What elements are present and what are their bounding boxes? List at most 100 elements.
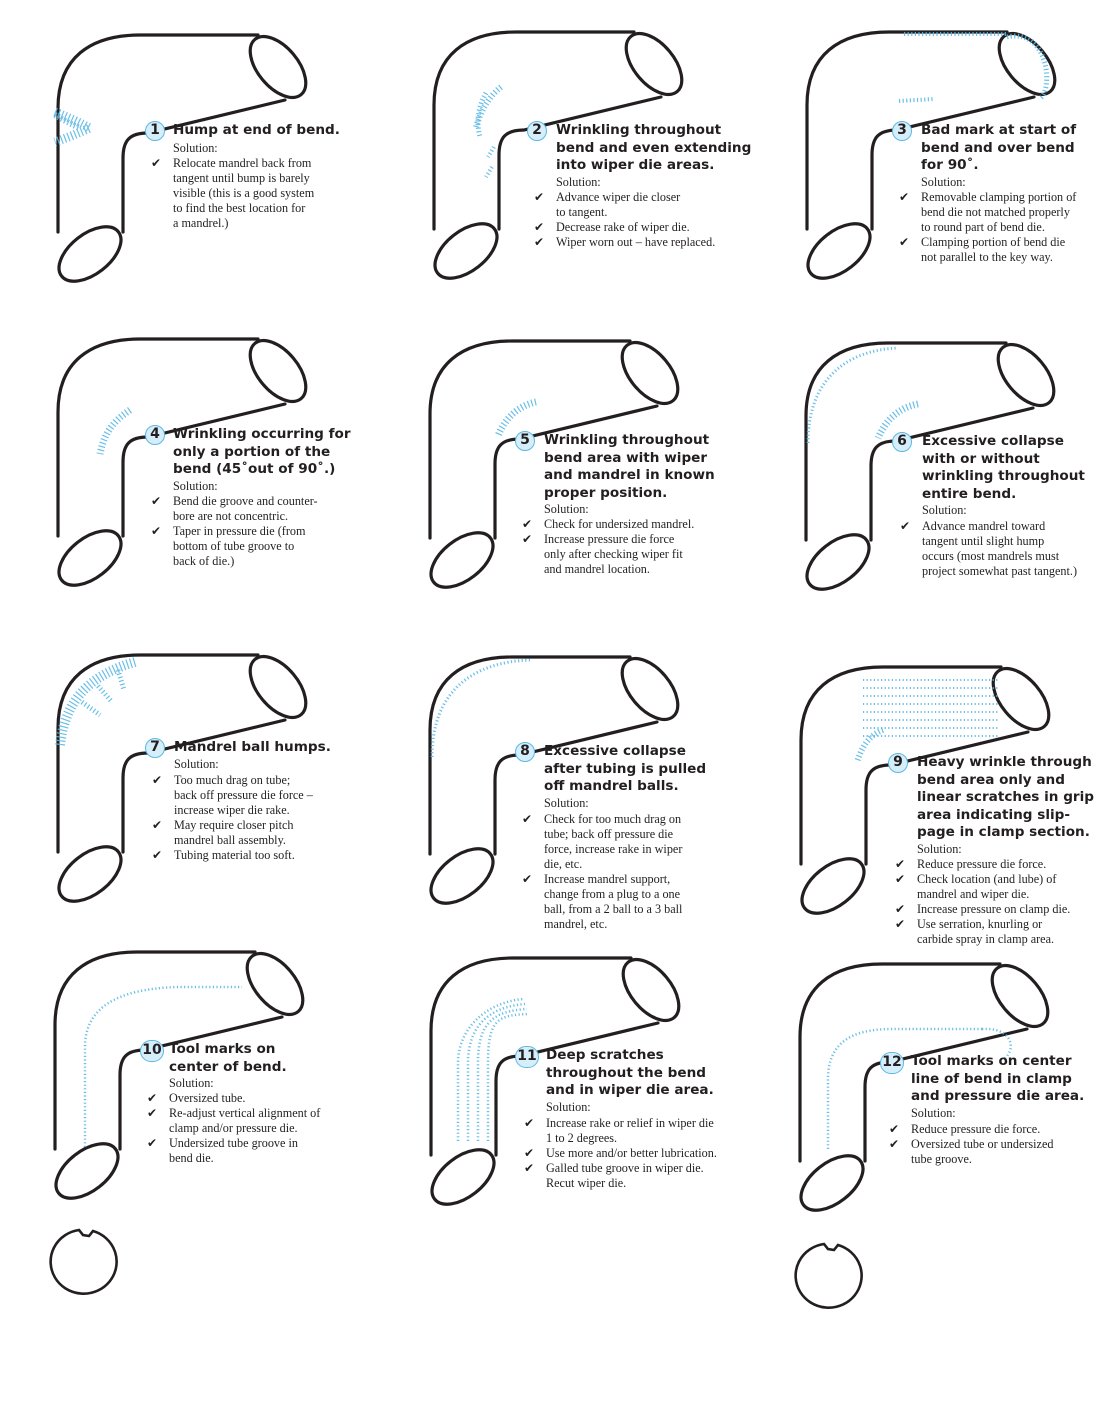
solution-list: ✔Bend die groove and counter-bore are no… (151, 494, 318, 569)
solution-item-line: Oversized tube or undersized (911, 1137, 1054, 1151)
solution-item: ✔Use more and/or better lubrication. (524, 1146, 717, 1161)
solution-item-line: 1 to 2 degrees. (546, 1131, 618, 1145)
defect-title-line: Deep scratches (546, 1047, 664, 1063)
solution-item-line: Use serration, knurling or (917, 917, 1043, 931)
solution-item-line: Check location (and lube) of (917, 872, 1057, 886)
solution-item-line: visible (this is a good system (173, 186, 315, 200)
defect-title-line: and in wiper die area. (546, 1082, 714, 1098)
step-number-badge: 8 (515, 742, 535, 762)
tube-end-top (620, 340, 680, 406)
step-number-badge: 12 (880, 1052, 904, 1074)
defect-title-line: page in clamp section. (917, 824, 1090, 840)
solution-list: ✔Too much drag on tube;back off pressure… (152, 773, 313, 863)
solution-item: ✔Galled tube groove in wiper die.Recut w… (524, 1161, 717, 1191)
solution-item-line: Taper in pressure die (from (173, 524, 306, 538)
solution-item-line: Relocate mandrel back from (173, 156, 312, 170)
solution-item-line: carbide spray in clamp area. (917, 932, 1055, 946)
solution-item-line: tube groove. (911, 1152, 972, 1166)
defect-title-line: Wrinkling throughout (556, 122, 722, 138)
tube-end-bottom (57, 529, 123, 587)
solution-item-line: occurs (most mandrels must (922, 549, 1060, 563)
tube-end-bottom (429, 847, 495, 905)
solution-item-line: Undersized tube groove in (169, 1136, 298, 1150)
checkmark-icon: ✔ (895, 872, 906, 886)
tube-outer-wall (429, 956, 633, 1157)
tube-end-top (996, 342, 1056, 408)
tube-end-bottom (54, 1142, 120, 1200)
checkmark-icon: ✔ (152, 818, 163, 832)
solution-item-line: mandrel, etc. (544, 917, 608, 931)
defect-title-line: with or without (922, 450, 1040, 467)
checkmark-icon: ✔ (534, 220, 545, 234)
defect-title-line: center of bend. (169, 1058, 287, 1075)
tube-illustration-10 (53, 950, 305, 1200)
defect-title: Hump at end of bend. (173, 122, 340, 140)
solution-item: ✔Increase mandrel support,change from a … (522, 872, 682, 932)
tube-end-bottom (57, 225, 123, 283)
solution-item-line: tube; back off pressure die (544, 827, 674, 841)
tube-illustration-1 (53, 33, 308, 283)
checkmark-icon: ✔ (900, 519, 911, 533)
step-number-badge: 7 (145, 738, 165, 758)
tube-end-bottom (800, 857, 866, 915)
solution-label: Solution: (173, 141, 218, 155)
checkmark-icon: ✔ (152, 848, 163, 862)
solution-item-line: Re-adjust vertical alignment of (169, 1106, 321, 1120)
solution-item-line: clamp and/or pressure die. (169, 1121, 298, 1135)
checkmark-icon: ✔ (522, 872, 533, 886)
defect-title-line: area indicating slip- (917, 806, 1071, 823)
solution-item-line: Use more and/or better lubrication. (546, 1146, 717, 1160)
solution-item-line: Increase mandrel support, (544, 872, 671, 886)
tube-end-top (621, 957, 681, 1023)
tube-outer-wall (799, 665, 1003, 866)
checkmark-icon: ✔ (889, 1137, 900, 1151)
checkmark-icon: ✔ (895, 857, 906, 871)
solution-label: Solution: (917, 842, 962, 856)
solution-item-line: a mandrel.) (173, 216, 229, 230)
defect-title-line: bend area with wiper (544, 449, 708, 466)
solution-list: ✔Reduce pressure die force.✔ Oversized tu… (889, 1122, 1054, 1167)
tube-illustration-3 (805, 30, 1057, 280)
tube-outer-wall (56, 337, 260, 538)
solution-item-line: Advance mandrel toward (922, 519, 1046, 533)
checkmark-icon: ✔ (522, 517, 533, 531)
solution-item-line: back off pressure die force – (174, 788, 313, 802)
tube-illustration-6 (804, 341, 1056, 591)
step-number-badge: 3 (892, 121, 912, 141)
solution-item-line: Check for too much drag on (544, 812, 682, 826)
defect-title-line: and pressure die area. (911, 1088, 1085, 1104)
solution-item-line: to tangent. (556, 205, 608, 219)
checkmark-icon: ✔ (147, 1091, 158, 1105)
solution-item-line: May require closer pitch (174, 818, 294, 832)
tube-end-bottom (805, 533, 871, 591)
solution-item: ✔Reduce pressure die force. (889, 1122, 1053, 1137)
defect-title-line: Excessive collapse (922, 433, 1064, 449)
solution-item-line: to round part of bend die. (921, 220, 1045, 234)
tube-end-bottom (806, 222, 872, 280)
tube-end-top (990, 963, 1050, 1029)
solution-list: ✔Reduce pressure die force.✔Check locati… (895, 857, 1070, 947)
tube-end-bottom (430, 1148, 496, 1206)
defect-title-line: after tubing is pulled (544, 760, 707, 777)
step-number-badge: 9 (888, 753, 908, 773)
defect-title-line: off mandrel balls. (544, 778, 679, 794)
solution-item-line: die, etc. (544, 857, 583, 871)
tube-outer-wall (804, 341, 1008, 542)
solution-item-line: and mandrel location. (544, 562, 650, 576)
solution-item-line: to find the best location for (173, 201, 306, 215)
defect-title-line: entire bend. (922, 485, 1017, 502)
tube-inner-wall (497, 95, 663, 231)
